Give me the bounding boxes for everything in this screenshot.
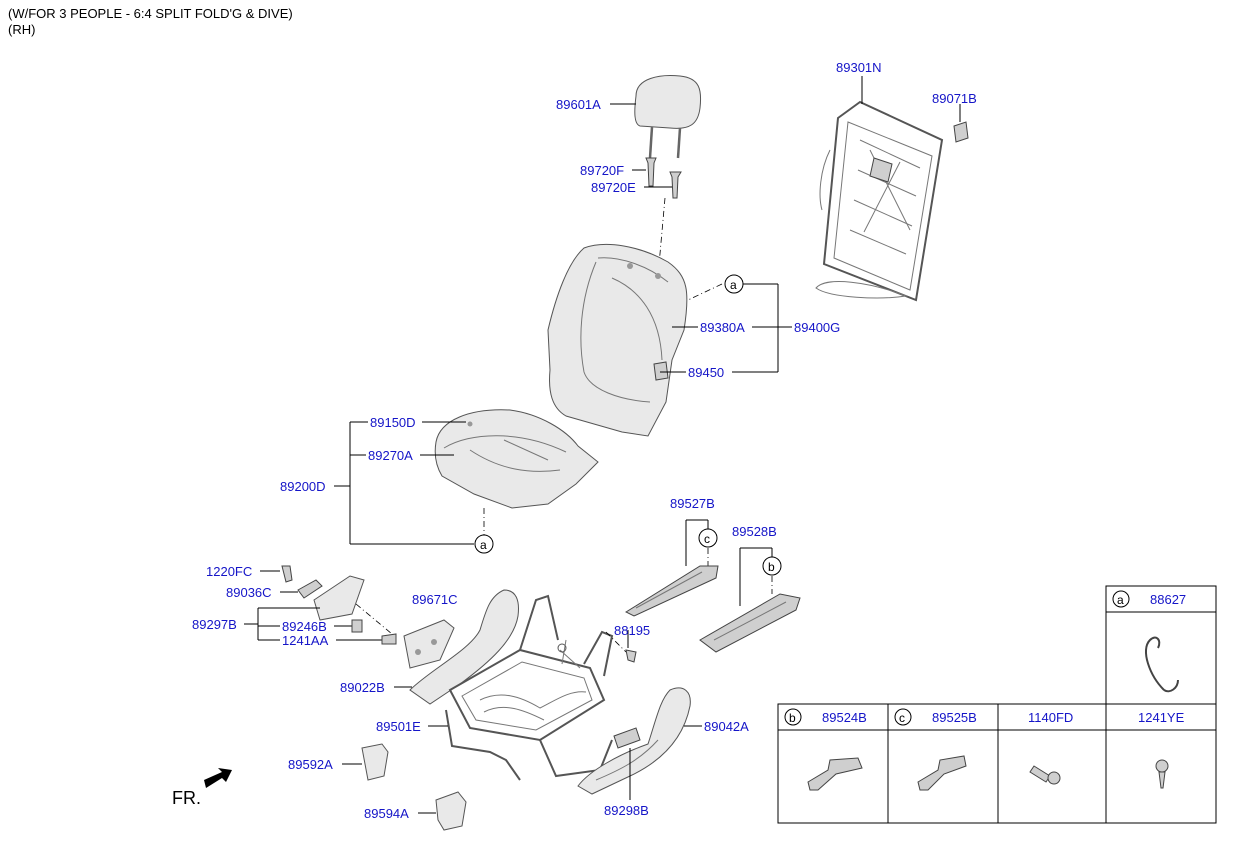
callout-a-cushion-text: a <box>480 538 487 552</box>
cap-89525B-icon <box>917 755 967 791</box>
legend-b-key-text: b <box>789 711 796 725</box>
seat-back-frame-part[interactable] <box>815 100 944 302</box>
seat-back-cover-part[interactable] <box>547 243 688 437</box>
bracket-89298B[interactable] <box>613 727 641 749</box>
label-89594A[interactable]: 89594A <box>364 806 409 821</box>
label-89527B[interactable]: 89527B <box>670 496 715 511</box>
side-shield-89042A[interactable] <box>577 687 691 795</box>
callout-c-rail <box>698 528 718 548</box>
clip-89246B[interactable] <box>351 619 363 633</box>
label-89036C[interactable]: 89036C <box>226 585 272 600</box>
label-89297B[interactable]: 89297B <box>192 617 237 632</box>
legend-a-part[interactable]: 88627 <box>1150 592 1186 607</box>
legend-d-part[interactable]: 1140FD <box>1028 710 1073 725</box>
legend-a-key-text: a <box>1117 593 1124 607</box>
label-89720E[interactable]: 89720E <box>591 180 636 195</box>
label-89671C[interactable]: 89671C <box>412 592 458 607</box>
callout-b-rail-text: b <box>768 560 775 574</box>
label-89298B[interactable]: 89298B <box>604 803 649 818</box>
frame-clip-89071B[interactable] <box>953 121 969 143</box>
label-89528B[interactable]: 89528B <box>732 524 777 539</box>
legend-table <box>777 585 1217 824</box>
cap-89592A[interactable] <box>361 743 389 781</box>
screw-1220FC[interactable] <box>281 565 293 583</box>
headrest-guide-89720F[interactable] <box>645 157 657 187</box>
front-arrow-icon <box>204 768 232 788</box>
diagram-title: (W/FOR 3 PEOPLE - 6:4 SPLIT FOLD'G & DIV… <box>8 6 293 21</box>
bolt-88195[interactable] <box>625 649 637 663</box>
headrest-guide-89720E[interactable] <box>669 171 682 199</box>
callout-a-cushion <box>474 534 494 554</box>
legend-c-key <box>894 708 912 726</box>
label-1220FC[interactable]: 1220FC <box>206 564 252 579</box>
front-direction-label: FR. <box>172 788 201 808</box>
seat-frame-89501E[interactable] <box>445 594 614 781</box>
screw-1241YE-icon <box>1155 759 1169 789</box>
label-89601A[interactable]: 89601A <box>556 97 601 112</box>
label-89150D[interactable]: 89150D <box>370 415 416 430</box>
knob-89036C[interactable] <box>297 579 323 599</box>
label-89246B[interactable]: 89246B <box>282 619 327 634</box>
legend-e-part[interactable]: 1241YE <box>1138 710 1185 725</box>
callout-c-rail-text: c <box>704 532 710 546</box>
cap-89524B-icon <box>807 757 863 791</box>
label-89071B[interactable]: 89071B <box>932 91 977 106</box>
callout-b-rail <box>762 556 782 576</box>
rail-cover-89527B[interactable] <box>624 565 719 617</box>
cap-89594A[interactable] <box>435 791 467 831</box>
label-89042A[interactable]: 89042A <box>704 719 749 734</box>
legend-b-key <box>784 708 802 726</box>
label-89380A[interactable]: 89380A <box>700 320 745 335</box>
label-89720F[interactable]: 89720F <box>580 163 624 178</box>
shield-89671C[interactable] <box>403 619 455 669</box>
callout-a-seatback-text: a <box>730 278 737 292</box>
label-89450[interactable]: 89450 <box>688 365 724 380</box>
label-89501E[interactable]: 89501E <box>376 719 421 734</box>
label-1241AA[interactable]: 1241AA <box>282 633 329 648</box>
diagram-subtitle: (RH) <box>8 22 36 37</box>
label-89301N[interactable]: 89301N <box>836 60 882 75</box>
label-88195[interactable]: 88195 <box>614 623 650 638</box>
seat-cushion-part[interactable] <box>434 409 599 509</box>
label-89592A[interactable]: 89592A <box>288 757 333 772</box>
side-trim-89022B[interactable] <box>409 589 519 705</box>
label-89270A[interactable]: 89270A <box>368 448 413 463</box>
legend-c-key-text: c <box>899 711 905 725</box>
cover-89297B[interactable] <box>313 575 365 621</box>
screw-1241AA[interactable] <box>381 633 397 645</box>
headrest-part[interactable] <box>634 75 702 159</box>
rail-cover-89528B[interactable] <box>699 593 801 653</box>
legend-c-part[interactable]: 89525B <box>932 710 977 725</box>
label-89022B[interactable]: 89022B <box>340 680 385 695</box>
legend-a-key <box>1112 590 1130 608</box>
legend-b-part[interactable]: 89524B <box>822 710 867 725</box>
label-89200D[interactable]: 89200D <box>280 479 326 494</box>
label-89400G[interactable]: 89400G <box>794 320 840 335</box>
wire-clip-88627-icon <box>1145 636 1165 691</box>
bolt-1140FD-icon <box>1029 765 1061 785</box>
